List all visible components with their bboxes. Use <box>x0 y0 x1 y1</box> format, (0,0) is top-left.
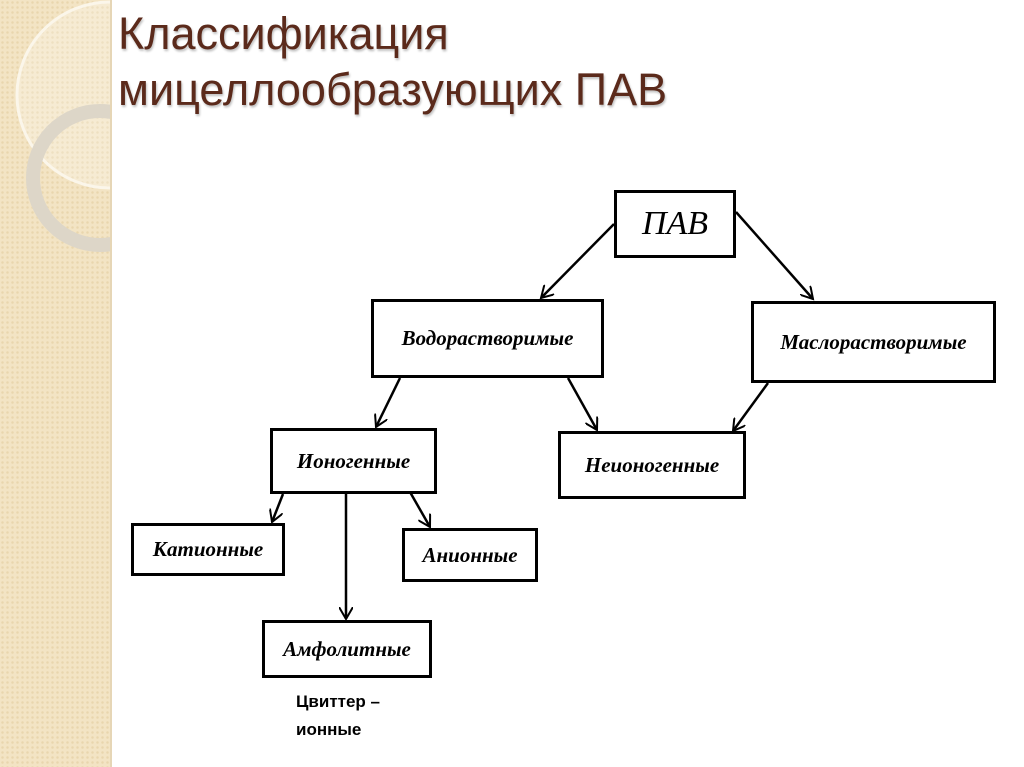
node-water-soluble: Водорастворимые <box>371 299 604 378</box>
node-oil-soluble: Маслорастворимые <box>751 301 996 383</box>
node-cationic: Катионные <box>131 523 285 576</box>
arrow-water-nonionic <box>566 377 597 430</box>
node-ampholytic: Амфолитные <box>262 620 432 678</box>
title-line-2: мицеллообразующих ПАВ <box>118 64 668 115</box>
decorative-circles-icon <box>15 0 110 252</box>
arrow-ionic-cationic <box>272 493 285 522</box>
note-line-2: ионные <box>296 720 362 739</box>
title-line-1: Классификация <box>118 8 449 59</box>
arrow-ionic-anionic <box>408 491 430 527</box>
decorative-sidebar <box>0 0 112 767</box>
arrow-oil-nonionic <box>733 382 770 431</box>
arrow-root-water <box>541 223 615 298</box>
slide-title: Классификация мицеллообразующих ПАВ <box>118 6 667 118</box>
node-pav: ПАВ <box>614 190 736 258</box>
arrow-root-oil <box>735 211 813 299</box>
node-anionic: Анионные <box>402 528 538 582</box>
arrow-water-ionic <box>376 377 402 427</box>
zwitterionic-note: Цвиттер – ионные <box>296 688 380 744</box>
node-ionic: Ионогенные <box>270 428 437 494</box>
note-line-1: Цвиттер – <box>296 692 380 711</box>
node-nonionic: Неионогенные <box>558 431 746 499</box>
